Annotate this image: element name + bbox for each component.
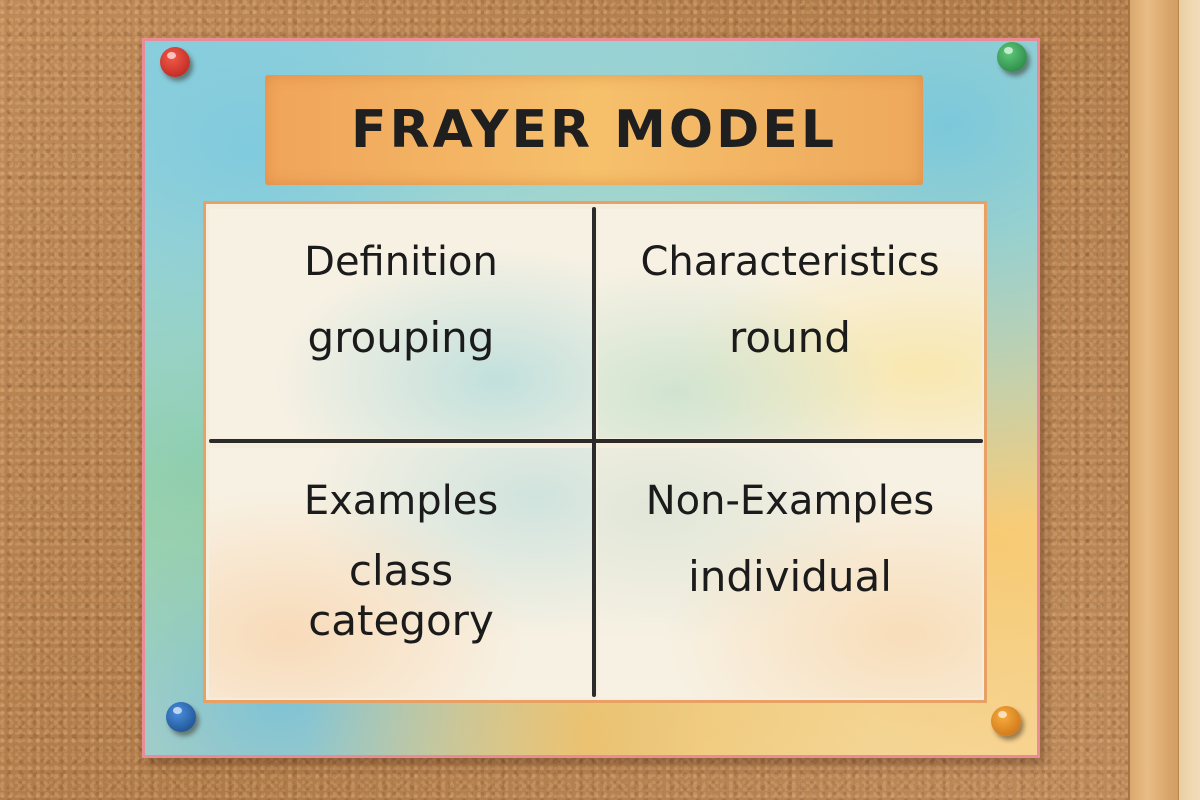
definition-value: grouping xyxy=(307,313,495,362)
quadrant-non-examples: Non-Examples individual xyxy=(598,448,982,698)
red-pushpin-icon xyxy=(160,47,190,77)
examples-heading: Examples xyxy=(303,478,499,524)
vertical-divider xyxy=(592,207,596,697)
wooden-frame-edge xyxy=(1128,0,1200,800)
horizontal-divider xyxy=(209,439,983,443)
non-examples-value: individual xyxy=(688,552,892,601)
frayer-model-poster: FRAYER MODEL Definition grouping Charact… xyxy=(142,38,1040,758)
examples-value-2: category xyxy=(308,596,494,646)
quadrant-characteristics: Characteristics round xyxy=(598,209,982,438)
title-banner: FRAYER MODEL xyxy=(265,75,923,185)
definition-heading: Definition xyxy=(304,239,498,285)
green-pushpin-icon xyxy=(997,42,1027,72)
frayer-grid: Definition grouping Characteristics roun… xyxy=(203,201,987,703)
poster-title: FRAYER MODEL xyxy=(351,100,837,160)
examples-value-1: class xyxy=(348,546,454,595)
characteristics-value: round xyxy=(729,313,851,362)
non-examples-heading: Non-Examples xyxy=(645,478,935,524)
characteristics-heading: Characteristics xyxy=(640,239,940,285)
orange-pushpin-icon xyxy=(991,706,1021,736)
quadrant-definition: Definition grouping xyxy=(209,209,593,438)
examples-values: class category xyxy=(308,546,494,647)
quadrant-examples: Examples class category xyxy=(209,448,593,698)
blue-pushpin-icon xyxy=(166,702,196,732)
